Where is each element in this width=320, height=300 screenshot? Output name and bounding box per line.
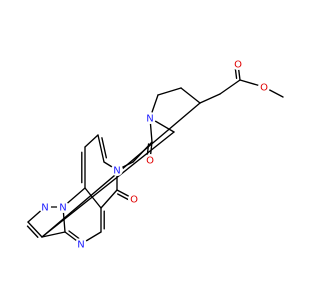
atom-N_pyrazole_1-backdrop	[39, 201, 51, 213]
bond-C3-C2p-second-line	[26, 225, 39, 238]
atom-O_ester_ether-label: O	[260, 83, 268, 94]
bond-Ce-CH2	[219, 79, 241, 95]
atom-N_pyrazole_2-label: N	[59, 203, 66, 214]
atom-O_amide-label: O	[146, 156, 154, 167]
atom-O_ring_carbonyl-label: O	[130, 195, 138, 206]
bond-C8-C9	[97, 134, 105, 163]
bond-C9b-C5a	[84, 187, 102, 209]
atom-N_ring_amide-backdrop	[111, 164, 123, 176]
atom-N_piperidine-label: N	[146, 114, 153, 125]
atom-N_piperidine-backdrop	[144, 112, 156, 124]
bond-C3-C2p	[27, 221, 43, 238]
atom-O_ester_ether-backdrop	[258, 81, 270, 93]
bond-C5a-C5b	[100, 189, 118, 209]
atom-N_pyrazole_1-label: N	[41, 203, 48, 214]
bond-CH2-C4	[199, 93, 221, 104]
atom-N_pyrimidine-backdrop	[75, 238, 87, 250]
bond-C6-C5	[157, 87, 182, 96]
bond-C3a-C3	[41, 231, 66, 238]
bond-C3-C2	[41, 131, 175, 238]
atom-O_ester_carbonyl-backdrop	[232, 58, 244, 70]
atom-O_ester_carbonyl-label: O	[234, 60, 242, 71]
bonds-layer	[26, 63, 284, 245]
bond-Cam-L	[132, 141, 153, 163]
bond-C9-C9a	[84, 134, 99, 148]
atom-N_pyrazole_2-backdrop	[57, 201, 69, 213]
bond-C5-C4	[180, 87, 201, 104]
atom-N_ring_amide-label: N	[113, 166, 120, 177]
atom-N_pyrimidine-label: N	[77, 240, 84, 251]
atom-O_ring_carbonyl-backdrop	[128, 193, 140, 205]
bond-C8-C9-second-line	[101, 137, 108, 159]
atom-O_amide-backdrop	[144, 154, 156, 166]
